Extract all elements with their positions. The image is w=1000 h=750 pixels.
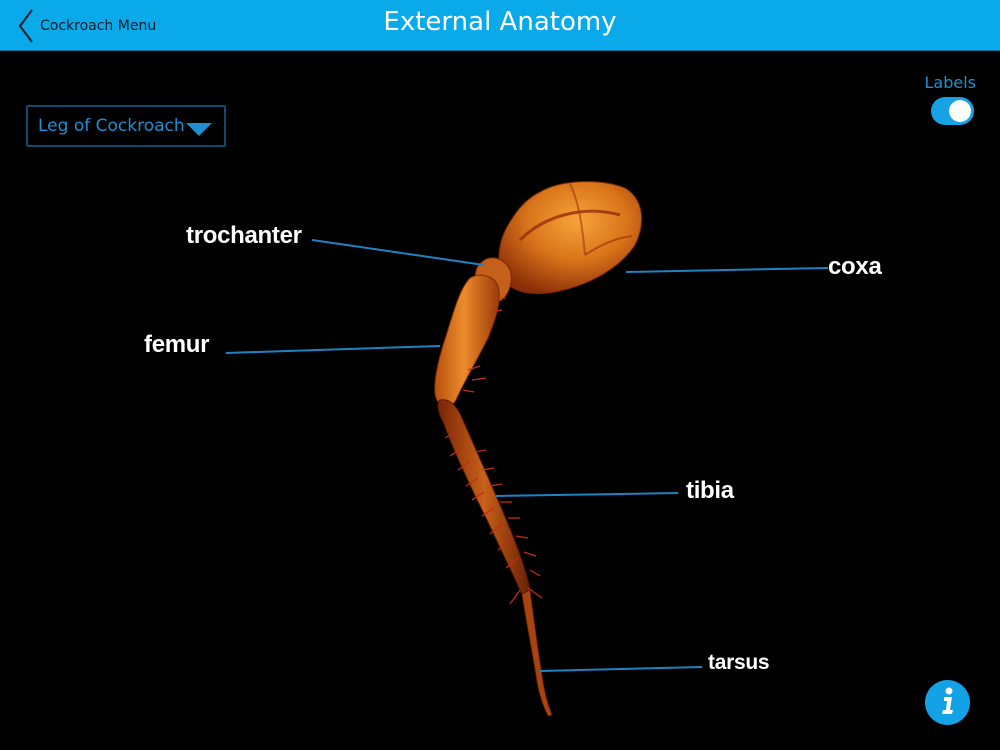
femur-leader-line [225,345,441,354]
chevron-left-icon [16,8,36,44]
toggle-knob [949,100,971,122]
label-tibia: tibia [686,477,734,504]
header-bar: Cockroach Menu External Anatomy [0,0,1000,51]
tarsus-leader-line [539,666,703,672]
tibia-leader-line [495,492,679,497]
trochanter-leader-line [311,239,485,266]
back-button[interactable]: Cockroach Menu [16,8,156,44]
label-femur: femur [144,331,210,358]
label-tarsus: tarsus [708,651,770,674]
info-button[interactable] [925,680,970,725]
dropdown-selected-label: Leg of Cockroach [38,116,185,136]
labels-toggle-switch[interactable] [931,97,974,125]
page-title: External Anatomy [383,7,617,37]
cockroach-leg-model [225,181,829,717]
label-coxa: coxa [828,253,882,280]
labels-toggle-caption: Labels [924,73,977,92]
info-icon [938,686,958,720]
part-selector-dropdown[interactable]: Leg of Cockroach [26,105,226,147]
back-button-label: Cockroach Menu [40,18,157,34]
coxa-leader-line [625,267,829,273]
label-trochanter: trochanter [186,222,302,249]
model-stage[interactable]: trochanter coxa femur tibia tarsus [0,51,1000,750]
triangle-down-icon [186,121,212,140]
